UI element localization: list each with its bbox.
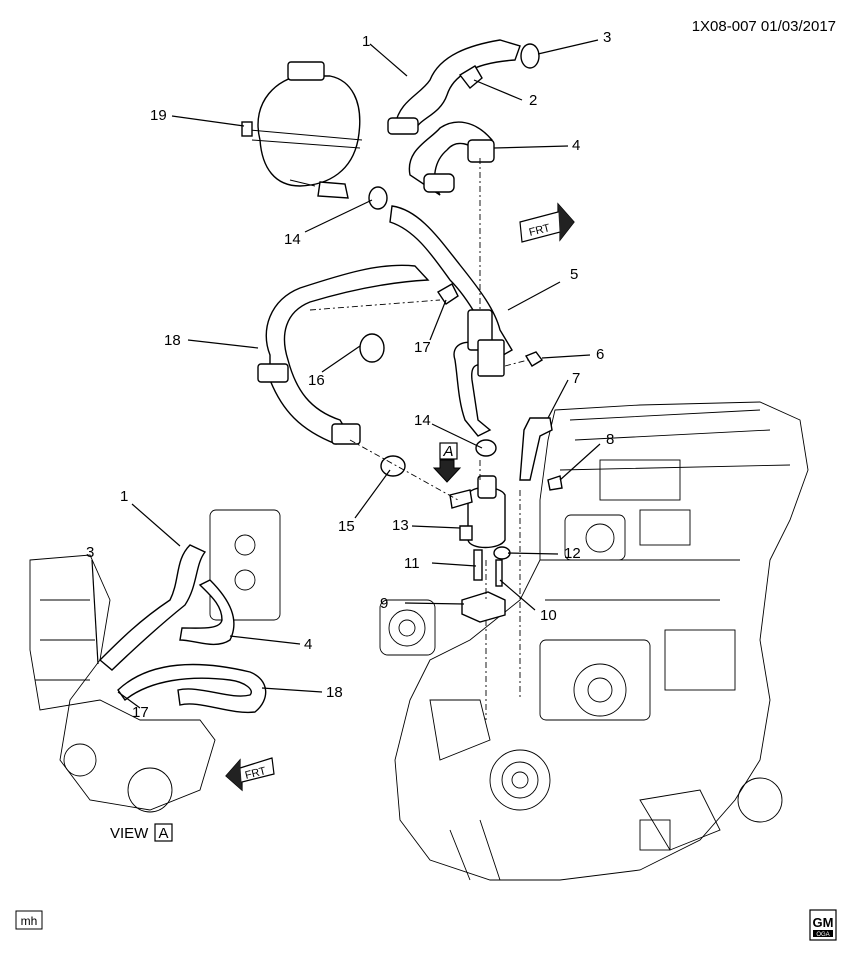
callout-1: 1: [362, 33, 370, 50]
callout-9: 9: [380, 595, 388, 612]
view-a-marker-letter: A: [442, 443, 453, 460]
engine-block: [379, 401, 809, 881]
callout-12: 12: [564, 545, 581, 562]
hose-1: [387, 39, 521, 135]
leader-lines: [91, 39, 601, 709]
gm-logo: GM OGA: [809, 909, 837, 941]
view-a-label: VIEW A: [110, 823, 173, 842]
initials-text: mh: [21, 914, 38, 928]
callout-14b: 14: [284, 231, 301, 248]
auxiliary-water-pump: [449, 475, 506, 549]
hose-18: [257, 264, 430, 445]
front-arrow-top: FRT: [519, 202, 575, 243]
clamps: [359, 43, 540, 560]
view-callout-3: 3: [86, 544, 94, 561]
fasteners: [473, 351, 563, 587]
view-callout-18: 18: [326, 684, 343, 701]
callout-18a: 18: [164, 332, 181, 349]
callout-16: 16: [308, 372, 325, 389]
callout-3: 3: [603, 29, 611, 46]
view-callout-4: 4: [304, 636, 312, 653]
callout-14a: 14: [414, 412, 431, 429]
footer-initials: mh: [15, 910, 43, 930]
mounting-bracket: [519, 417, 553, 481]
hose-4: [408, 121, 495, 196]
front-arrow-top-label: FRT: [528, 222, 552, 239]
coolant-reservoir: [241, 61, 363, 199]
hose-lower: [453, 341, 493, 437]
assembly-lines: [309, 158, 529, 720]
callout-8: 8: [606, 431, 614, 448]
callout-19: 19: [150, 107, 167, 124]
callout-6: 6: [596, 346, 604, 363]
view-a-marker: A: [432, 442, 462, 483]
callout-7: 7: [572, 370, 580, 387]
callout-13: 13: [392, 517, 409, 534]
front-arrow-bottom: FRT: [225, 757, 275, 792]
view-a-engine: [29, 509, 281, 813]
gm-logo-text: GM: [813, 915, 834, 930]
callout-10: 10: [540, 607, 557, 624]
view-label-letter: A: [158, 825, 168, 842]
callout-labels: 1 2 3 4 5 6 7 8 9 10 11 12 13 14 14 15 1…: [86, 29, 614, 721]
gm-logo-sub: OGA: [816, 932, 829, 938]
callout-2: 2: [529, 92, 537, 109]
pump-bracket: [461, 591, 506, 623]
callout-17a: 17: [414, 339, 431, 356]
view-a-hoses: [98, 544, 267, 714]
connector-housing: [467, 309, 505, 377]
view-label-prefix: VIEW: [110, 825, 149, 842]
diagram-reference: 1X08-007 01/03/2017: [692, 18, 836, 35]
view-callout-1: 1: [120, 488, 128, 505]
callout-11: 11: [404, 555, 420, 572]
callout-5: 5: [570, 266, 578, 283]
callout-4: 4: [572, 137, 580, 154]
callout-15: 15: [338, 518, 355, 535]
front-arrow-bottom-label: FRT: [244, 765, 268, 782]
view-callout-17: 17: [132, 704, 149, 721]
view-a-arrow-icon: [432, 459, 462, 483]
